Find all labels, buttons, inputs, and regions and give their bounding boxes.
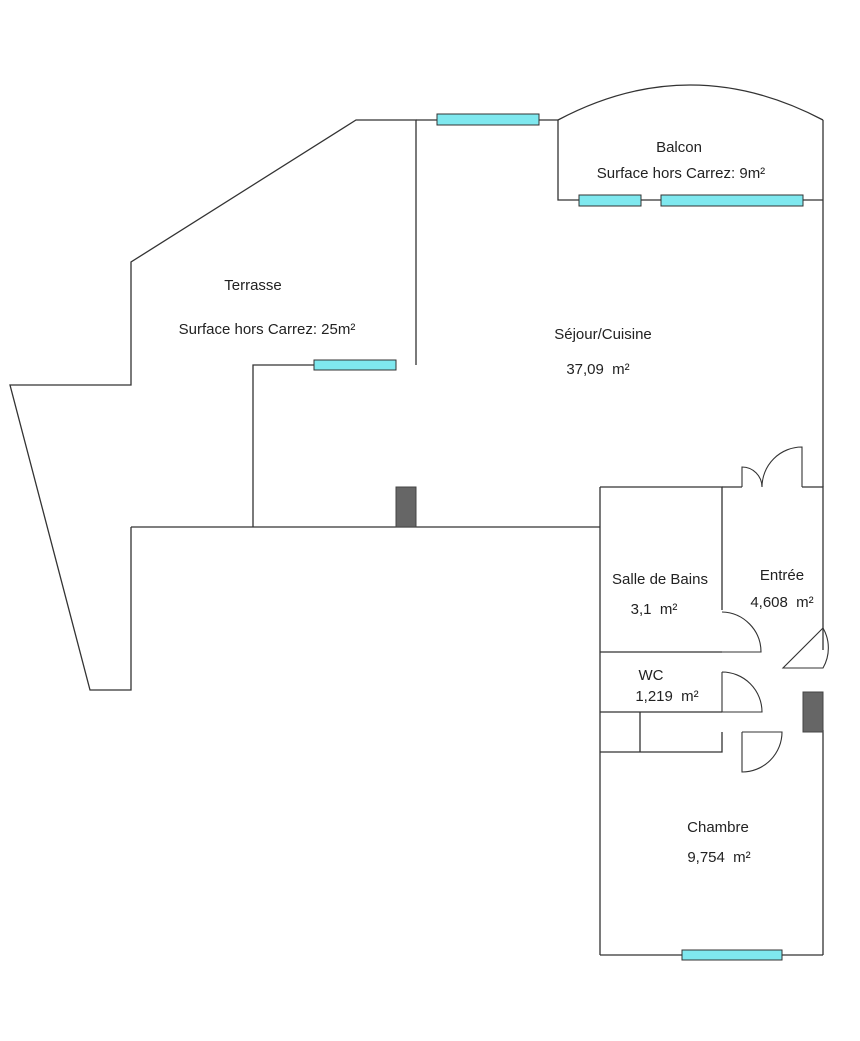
bathroom-walls <box>599 486 723 955</box>
entry-side-door <box>781 627 829 669</box>
terrace-wall <box>9 119 417 691</box>
bathroom-label: Salle de Bains <box>612 571 708 588</box>
window-top <box>436 113 540 126</box>
entry-door-left <box>741 466 763 488</box>
living-area: 37,09 m² <box>566 361 629 378</box>
window-terrace <box>313 359 397 371</box>
entry-door-right <box>761 446 803 488</box>
bedroom-area: 9,754 m² <box>687 849 750 866</box>
column-entry <box>802 691 824 733</box>
living-label: Séjour/Cuisine <box>554 326 652 343</box>
wc-door <box>721 671 763 713</box>
bedroom-door <box>741 731 783 773</box>
bathroom-door <box>721 611 762 653</box>
closet-walls <box>600 712 723 753</box>
wc-area: 1,219 m² <box>635 688 698 705</box>
balcony-surface: Surface hors Carrez: 9m² <box>597 165 765 182</box>
window-balcony-left <box>578 194 642 207</box>
terrace-label: Terrasse <box>224 277 282 294</box>
bathroom-area: 3,1 m² <box>631 601 678 618</box>
terrace-surface: Surface hors Carrez: 25m² <box>179 321 356 338</box>
entry-walls <box>722 486 824 955</box>
balcony-inner-wall <box>557 120 823 201</box>
entry-area: 4,608 m² <box>750 594 813 611</box>
wc-label: WC <box>639 667 664 684</box>
bedroom-label: Chambre <box>687 819 749 836</box>
balcony-label: Balcon <box>656 139 702 156</box>
column-living <box>395 486 417 528</box>
window-bedroom <box>681 949 783 961</box>
entry-label: Entrée <box>760 567 804 584</box>
balcony-arc <box>557 84 824 121</box>
window-balcony-right <box>660 194 804 207</box>
